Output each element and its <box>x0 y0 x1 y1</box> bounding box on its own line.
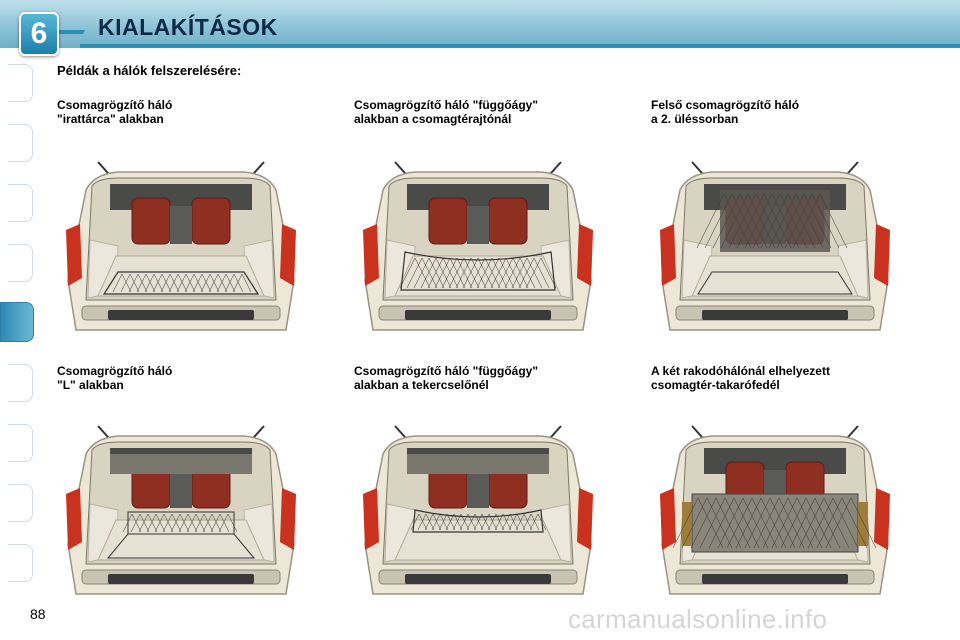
chapter-tab-4[interactable] <box>8 244 33 282</box>
net-outline <box>102 271 260 295</box>
page-number: 88 <box>30 606 46 622</box>
tail-light-right <box>577 488 593 550</box>
cargo-cover <box>407 454 549 474</box>
seat-center <box>170 206 192 244</box>
net-floor <box>106 533 256 559</box>
upper-net-panel <box>720 190 830 252</box>
bumper-strip <box>405 574 551 584</box>
seat-center <box>170 470 192 508</box>
car-trunk-illustration-2 <box>363 161 593 331</box>
bumper-strip <box>108 310 254 320</box>
cargo-cover <box>110 454 252 474</box>
chapter-tab-1[interactable] <box>8 64 33 102</box>
trunk-floor <box>97 519 265 561</box>
watermark: carmanualsonline.info <box>568 604 828 634</box>
trunk-floor <box>394 255 562 297</box>
bumper-strip <box>702 310 848 320</box>
cargo-cover-panel <box>691 493 859 553</box>
bumper-strip <box>405 310 551 320</box>
tail-light-right <box>577 224 593 286</box>
tail-light-right <box>874 488 890 550</box>
car-trunk-illustration-3 <box>660 161 890 331</box>
trunk-floor <box>691 255 859 297</box>
figure-caption-1: Csomagrögzítő háló "irattárca" alakban <box>57 98 173 126</box>
car-trunk-illustration-1 <box>66 161 296 331</box>
figure-caption-3: Felső csomagrögzítő háló a 2. üléssorban <box>651 98 800 126</box>
figure-caption-2: Csomagrögzítő háló "függőágy" alakban a … <box>354 98 539 126</box>
seat-right <box>191 197 231 245</box>
seat-center <box>467 470 489 508</box>
header-bar <box>0 0 960 48</box>
cover-strap-right <box>858 502 868 546</box>
cover-strap-left <box>682 502 692 546</box>
figure-caption-5: Csomagrögzítő háló "függőágy" alakban a … <box>354 364 539 392</box>
luggage-net <box>122 513 238 533</box>
chapter-tab-8[interactable] <box>8 424 33 462</box>
seat-center <box>467 206 489 244</box>
car-trunk-illustration-4 <box>66 425 296 595</box>
seat-left <box>131 197 171 245</box>
tail-light-left <box>66 224 82 286</box>
luggage-net <box>399 257 557 289</box>
car-trunk-illustration-5 <box>363 425 593 595</box>
net-outline <box>412 509 544 533</box>
page-title: KIALAKÍTÁSOK <box>98 14 278 40</box>
figure-caption-4: Csomagrögzítő háló "L" alakban <box>57 364 173 392</box>
tail-light-right <box>280 488 296 550</box>
chapter-tab-2[interactable] <box>8 124 33 162</box>
seat-left <box>428 197 468 245</box>
chapter-connector <box>54 30 86 34</box>
tail-light-left <box>660 224 676 286</box>
chapter-tab-6-active[interactable] <box>0 302 34 342</box>
chapter-tab-7[interactable] <box>8 364 33 402</box>
chapter-tab-3[interactable] <box>8 184 33 222</box>
bumper-strip <box>702 574 848 584</box>
header-rule <box>80 44 960 48</box>
figure-caption-6: A két rakodóhálónál elhelyezett csomagté… <box>651 364 830 392</box>
net-outline <box>400 251 556 291</box>
luggage-net <box>696 193 848 249</box>
tail-light-left <box>66 488 82 550</box>
chapter-tab-9[interactable] <box>8 484 33 522</box>
car-trunk-illustration-6 <box>660 425 890 595</box>
seat-right <box>488 197 528 245</box>
chapter-tab-10[interactable] <box>8 544 33 582</box>
chapter-tabs-sidebar <box>0 60 34 582</box>
chapter-number-badge[interactable]: 6 <box>19 12 59 56</box>
bumper-strip <box>108 574 254 584</box>
luggage-net <box>410 513 547 531</box>
tail-light-right <box>280 224 296 286</box>
floor-net-outline <box>697 271 853 295</box>
trunk-floor <box>97 255 265 297</box>
tail-light-left <box>363 224 379 286</box>
tail-light-right <box>874 224 890 286</box>
cover-pattern <box>672 497 877 549</box>
section-subtitle: Példák a hálók felszerelésére: <box>57 63 242 78</box>
tail-light-left <box>363 488 379 550</box>
luggage-net <box>112 273 252 293</box>
tail-light-left <box>660 488 676 550</box>
